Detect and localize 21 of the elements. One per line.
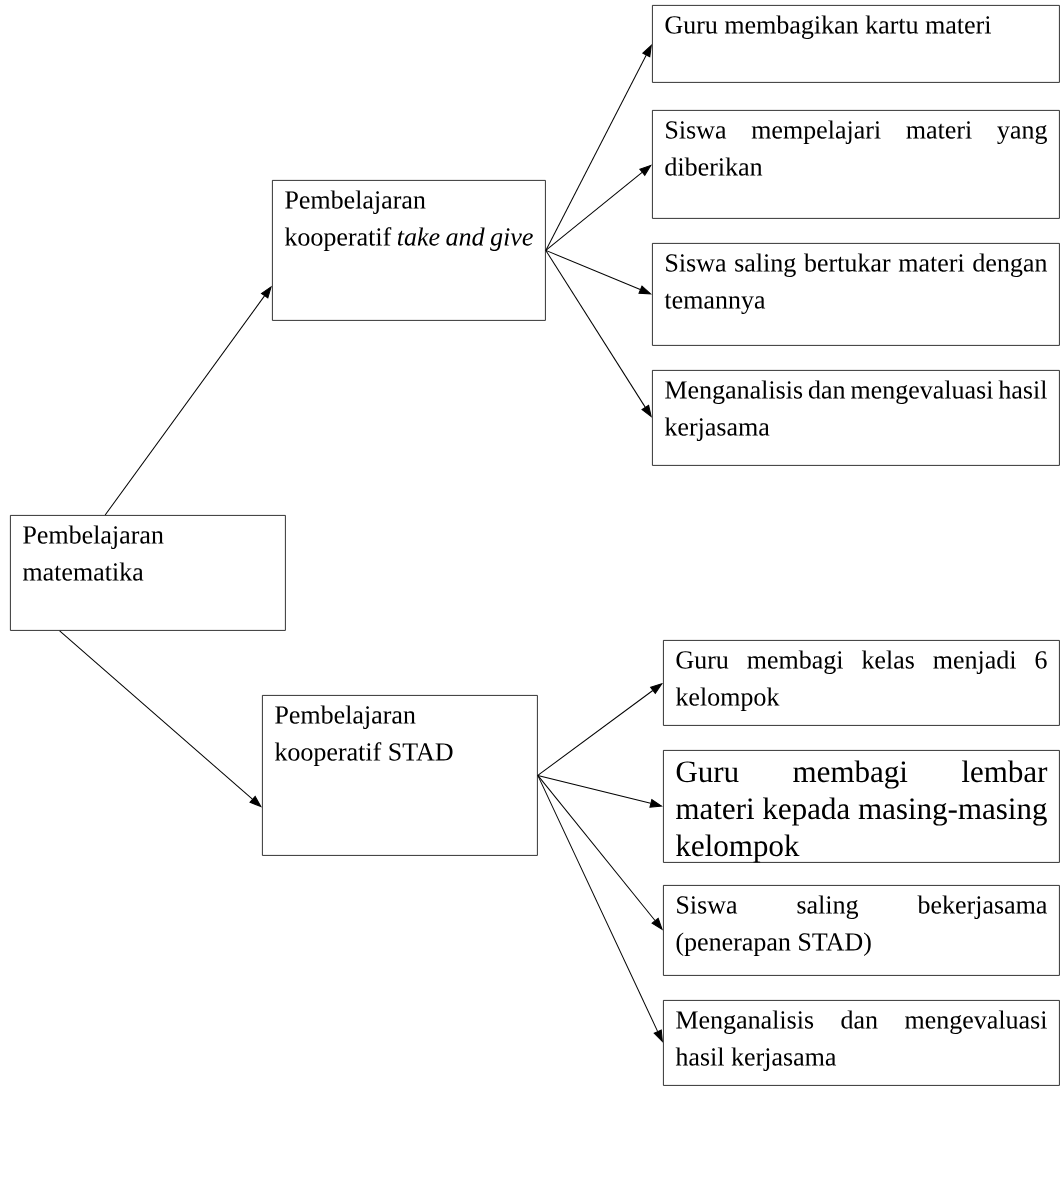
process-box: Siswa saling bekerjasama (penerapan STAD) (663, 885, 1060, 976)
process-box: Pembelajaran matematika (10, 515, 286, 631)
process-box: Guru membagi lembar materi kepada masing-masing kelompok (663, 750, 1060, 863)
process-box: Pembelajaran kooperatif take and give (272, 180, 546, 321)
arrow (545, 249, 652, 295)
arrow (545, 44, 652, 251)
arrow (537, 774, 663, 808)
arrow (104, 286, 272, 516)
arrow (537, 774, 663, 930)
process-box: Menganalisis dan mengevaluasi hasil kerjasama (652, 370, 1060, 466)
process-box: Pembelajaran kooperatif STAD (262, 695, 538, 856)
arrow (545, 164, 652, 251)
process-box: Siswa mempelajari materi yang diberikan (652, 110, 1060, 219)
process-box: Guru membagikan kartu materi (652, 5, 1060, 83)
process-box: Menganalisis dan mengevaluasi hasil kerjasama (663, 1000, 1060, 1086)
process-box: Guru membagi kelas menjadi 6 kelompok (663, 640, 1060, 726)
arrow (537, 774, 663, 1043)
arrow (545, 249, 652, 418)
arrow (59, 630, 262, 808)
process-box: Siswa saling bertukar materi dengan temannya (652, 243, 1060, 346)
arrow (537, 683, 663, 776)
